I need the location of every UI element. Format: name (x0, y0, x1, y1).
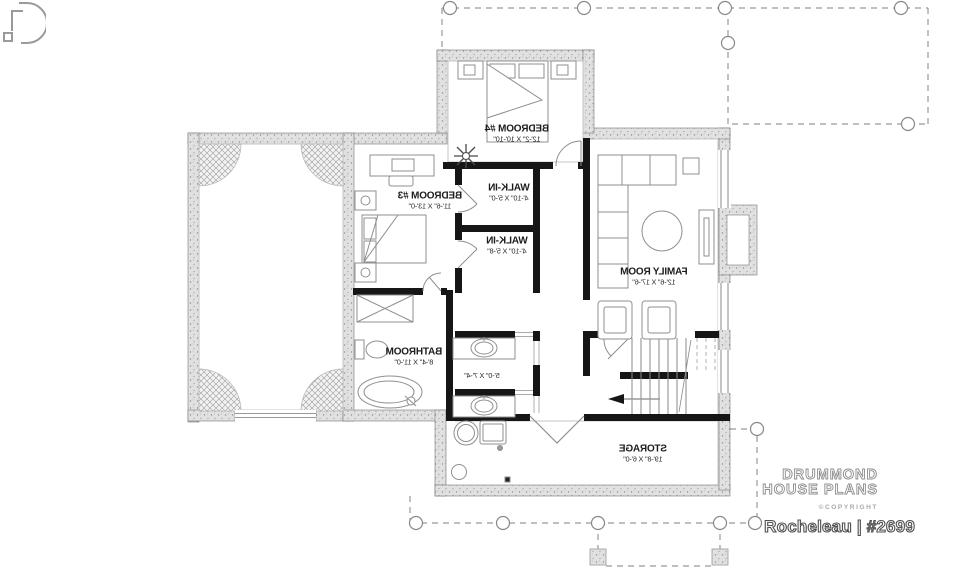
room-dims: 8'-4" X 11'-0" (394, 357, 434, 367)
plan-title: Rocheleau | #2699 (764, 516, 916, 536)
doors (422, 140, 629, 444)
deck-posts (408, 0, 916, 531)
brand-copyright: ©COPYRIGHT (818, 504, 878, 511)
drummond-logo-icon (3, 2, 46, 44)
deck-footings (589, 548, 729, 566)
cased-openings (515, 332, 540, 413)
room-dims: 4'-10" X 5'-8" (487, 246, 527, 256)
room-dims: 12'-6" X 17'-6" (632, 277, 676, 287)
plant-icon (454, 144, 478, 168)
mechanical-room-fixtures (451, 420, 511, 483)
stair-direction-arrow (608, 394, 624, 404)
room-dims: 19'-8" X 6'-0" (623, 454, 663, 464)
garage-corner-hatching (198, 143, 344, 412)
stairs (622, 338, 716, 414)
windows (718, 150, 731, 393)
plumbing-fixtures (354, 294, 516, 418)
brand-line1: DRUMMOND (782, 467, 878, 483)
sump (451, 464, 467, 480)
deck-outlines (409, 7, 929, 567)
furniture-bedroom3 (354, 154, 435, 283)
room-dims: 5'-0" X 7'-4" (464, 371, 500, 381)
room-dims: 11'-6" X 13'-0" (408, 201, 452, 211)
room-label-powder-room: 5'-0" X 7'-4" (464, 371, 500, 381)
furniture-family-room (597, 154, 715, 340)
toilet-tank (354, 339, 365, 360)
floor-drain (504, 476, 511, 483)
bay-bumpout-inner (726, 214, 750, 266)
garage-door-opening (235, 410, 316, 421)
brand-line2: HOUSE PLANS (762, 481, 878, 498)
room-dims: 4'-10" X 5'-0" (489, 193, 529, 203)
room-dims: 12'-2" X 10'-10" (493, 134, 541, 144)
toilet-bowl (365, 340, 389, 359)
brand-wordmark: DRUMMOND HOUSE PLANS (740, 467, 878, 498)
furniture-bedroom4 (457, 60, 577, 143)
